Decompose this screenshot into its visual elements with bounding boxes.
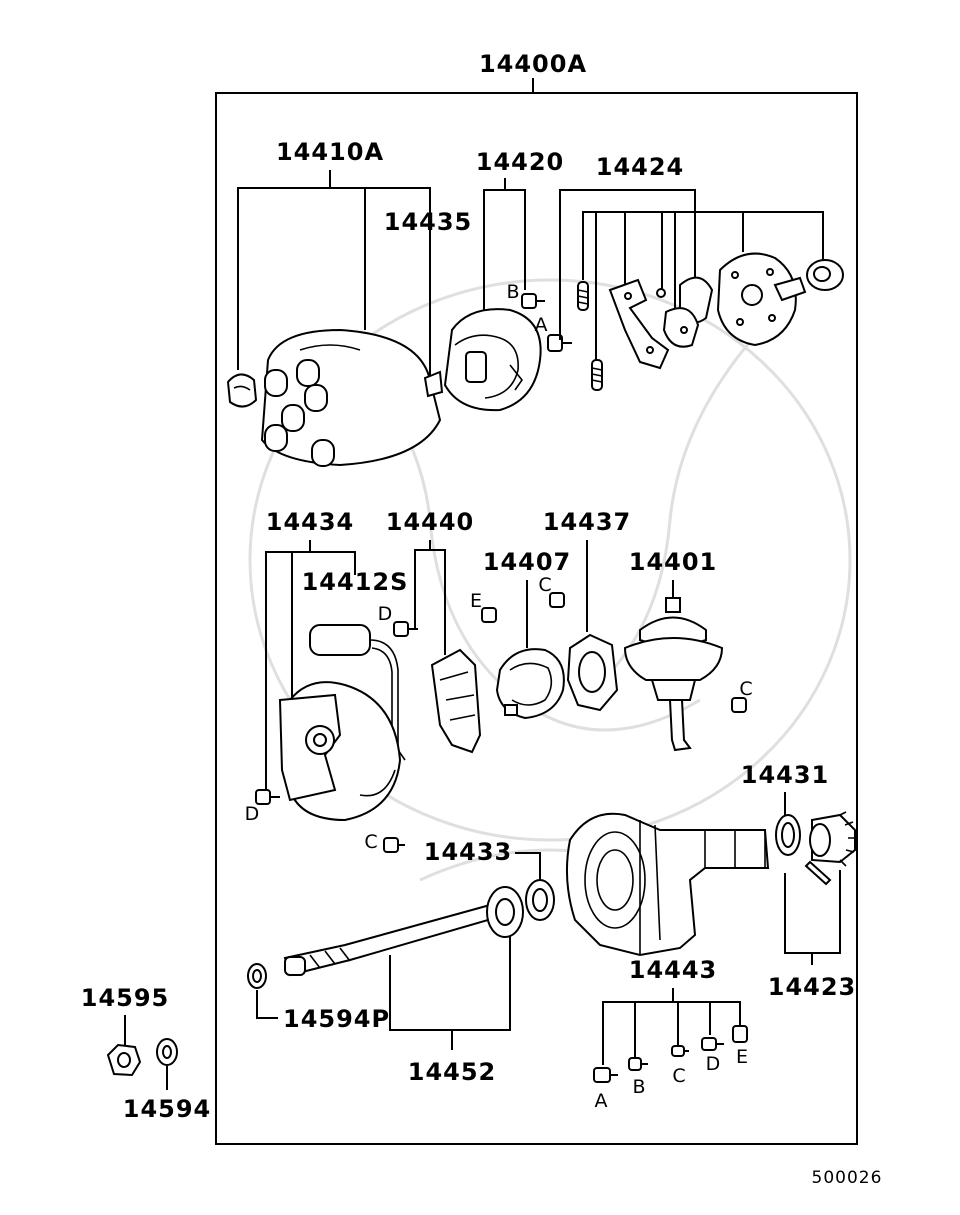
distributor-cap-part xyxy=(260,328,444,467)
distributor-housing-part xyxy=(565,812,770,957)
oil-seal-part xyxy=(525,879,555,921)
bracket-14440-group: 14440 D E xyxy=(378,508,497,754)
governor-weight-2 xyxy=(662,307,700,348)
washer-14594P-part xyxy=(247,963,267,989)
gear-group: 14431 14423 xyxy=(741,761,857,1001)
bolt-e xyxy=(732,1025,748,1043)
signal-generator-plate xyxy=(278,681,402,822)
label-14595: 14595 xyxy=(81,984,170,1012)
breaker-plate-part xyxy=(716,252,807,347)
assembly-frame xyxy=(215,92,858,1145)
bushing-part xyxy=(806,259,844,291)
gasket-14437-part xyxy=(566,633,619,712)
screw-c-middle xyxy=(549,592,565,608)
oil-seal-group: 14433 xyxy=(424,838,555,921)
fastener-a-label-bottom: A xyxy=(595,1090,608,1112)
fastener-c-label-bottom: C xyxy=(672,1065,685,1087)
fastener-d-label-upper: D xyxy=(378,603,393,625)
label-14435: 14435 xyxy=(384,208,473,236)
label-14401: 14401 xyxy=(629,548,718,576)
bolt-c xyxy=(671,1045,689,1057)
shaft-part xyxy=(283,886,524,977)
fastener-c-label-lower: C xyxy=(364,831,377,853)
signal-generator-group: 14434 14412S D C xyxy=(245,508,409,853)
label-14424: 14424 xyxy=(596,153,685,181)
screw-c-lower xyxy=(383,837,405,853)
label-14594P: 14594P xyxy=(283,1005,390,1033)
label-14452: 14452 xyxy=(408,1058,497,1086)
distributor-cap-group: 14410A 14435 xyxy=(226,138,473,467)
leader-14594P xyxy=(256,990,278,1019)
vacuum-advance-group: 14401 C xyxy=(623,548,753,752)
label-14420: 14420 xyxy=(476,148,565,176)
washer-14431-part xyxy=(775,814,801,856)
fastener-a-label-top: A xyxy=(535,314,548,336)
bolt-b xyxy=(628,1057,648,1071)
shaft-group: 14452 xyxy=(283,886,524,1086)
screw-a-rotor xyxy=(547,334,572,352)
washer-14594-part xyxy=(156,1038,178,1066)
washer-14594P-group: 14594P xyxy=(247,963,390,1033)
fastener-e-label-bottom: E xyxy=(736,1046,748,1068)
label-14407: 14407 xyxy=(483,548,572,576)
fastener-c-label-middle: C xyxy=(538,574,551,596)
leader-14440 xyxy=(414,549,446,655)
bracket-14440-part xyxy=(430,648,482,754)
breaker-set-group: 14424 xyxy=(559,153,844,391)
nut-14595-part xyxy=(106,1043,142,1077)
figure-number: 500026 xyxy=(812,1168,883,1188)
cap-rubber-boot xyxy=(226,373,258,408)
fastener-d-label-bottom: D xyxy=(706,1053,721,1075)
label-14594: 14594 xyxy=(123,1095,212,1123)
bolt-a xyxy=(593,1067,618,1083)
fastener-set-group: 14443 A B C D E xyxy=(593,956,748,1112)
leader-14423 xyxy=(784,870,841,954)
fastener-b-label-top: B xyxy=(506,281,519,303)
gear-pin-part xyxy=(804,860,832,886)
washer-14594-group: 14594 xyxy=(123,1038,212,1123)
pickup-coil-connector xyxy=(309,624,406,761)
label-14412S: 14412S xyxy=(302,568,409,596)
screw-b-rotor xyxy=(521,293,545,309)
rotor-part xyxy=(443,308,542,412)
leader-14410A xyxy=(237,187,431,400)
governor-spring-1 xyxy=(577,281,589,311)
fastener-c-label-right: C xyxy=(739,678,752,700)
reluctor-14407-part xyxy=(495,648,565,720)
fastener-b-label-bottom: B xyxy=(632,1076,645,1098)
nut-14595-group: 14595 xyxy=(81,984,170,1077)
gasket-14437-group: 14437 xyxy=(543,508,632,712)
leader-14452 xyxy=(389,937,511,1031)
fastener-d-label-left: D xyxy=(245,803,260,825)
screw-e-upper xyxy=(481,607,497,623)
label-14431: 14431 xyxy=(741,761,830,789)
screw-c-right xyxy=(731,697,747,713)
governor-spring-2 xyxy=(591,359,603,391)
drive-gear-part xyxy=(809,811,856,867)
leader-14424 xyxy=(559,189,696,340)
governor-arm-part xyxy=(608,278,670,370)
label-14440: 14440 xyxy=(386,508,475,536)
screw-d-left xyxy=(255,789,280,805)
reluctor-14407-group: 14407 C xyxy=(483,548,572,720)
label-14437: 14437 xyxy=(543,508,632,536)
fastener-e-label-upper: E xyxy=(470,590,482,612)
vacuum-advance-part xyxy=(623,597,724,752)
bolt-d xyxy=(701,1037,724,1051)
label-14433: 14433 xyxy=(424,838,513,866)
screw-d-upper xyxy=(393,621,418,637)
label-14410A: 14410A xyxy=(276,138,384,166)
leader-14433 xyxy=(515,852,541,882)
label-14434: 14434 xyxy=(266,508,355,536)
small-clip-part xyxy=(656,288,666,298)
rotor-group: 14420 B A xyxy=(443,148,572,412)
label-14443: 14443 xyxy=(629,956,718,984)
label-14423: 14423 xyxy=(768,973,857,1001)
assembly-label: 14400A xyxy=(479,50,587,78)
